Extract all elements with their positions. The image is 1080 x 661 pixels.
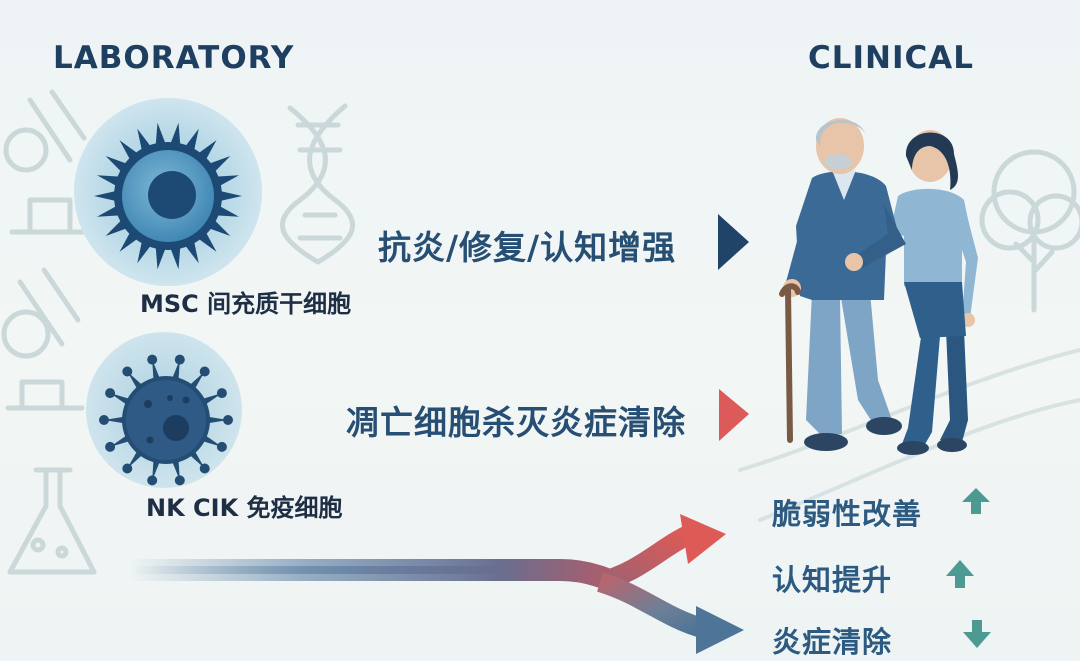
flow-down-arrowhead bbox=[696, 606, 744, 654]
microscope-icon-2 bbox=[1, 267, 85, 411]
flow-main-band bbox=[130, 559, 631, 598]
flow-down-branch bbox=[596, 572, 705, 638]
clinical-heading: CLINICAL bbox=[808, 40, 975, 76]
cell-spike-tip bbox=[199, 463, 210, 474]
flow-up-branch bbox=[597, 524, 695, 592]
effect-arrow-2 bbox=[719, 389, 749, 441]
effect-arrow-1 bbox=[718, 214, 749, 270]
cell-spike bbox=[152, 458, 161, 481]
cell-spike bbox=[169, 122, 181, 148]
outcome-frailty-improvement: 脆弱性改善 bbox=[772, 497, 923, 531]
cell-spike bbox=[152, 359, 161, 382]
cell-spike-tip bbox=[216, 441, 227, 452]
man-figure bbox=[779, 118, 906, 451]
msc-cell-label: MSC 间充质干细胞 bbox=[140, 290, 352, 318]
cell-spike-tip bbox=[122, 463, 133, 474]
cell-spike-tip bbox=[122, 366, 133, 377]
cell-spike bbox=[205, 416, 228, 424]
outcome-indicators bbox=[946, 488, 991, 648]
cell-spike-tip bbox=[99, 415, 109, 425]
cell-spike-tip bbox=[105, 388, 116, 399]
cell-spike bbox=[169, 244, 181, 270]
arrow-down-icon bbox=[963, 620, 991, 648]
cell-spike-tip bbox=[105, 441, 116, 452]
effect-text-anti-inflammatory: 抗炎/修复/认知增强 bbox=[378, 228, 677, 267]
cell-spike bbox=[104, 416, 127, 424]
laboratory-heading: LABORATORY bbox=[53, 40, 295, 76]
cell-spike-tip bbox=[174, 475, 185, 486]
cell-spike bbox=[217, 190, 242, 202]
cell-spike bbox=[94, 190, 119, 202]
elderly-couple-illustration bbox=[779, 118, 978, 455]
cell-spike-tip bbox=[147, 354, 158, 365]
effect-text-apoptotic-clearance: 凋亡细胞杀灭炎症清除 bbox=[346, 403, 686, 442]
microscope-icon bbox=[3, 89, 95, 235]
background-line-art bbox=[1, 89, 1080, 575]
woman-figure bbox=[890, 130, 978, 455]
outcome-inflammation-clearance: 炎症清除 bbox=[772, 625, 893, 659]
tree-icon bbox=[979, 149, 1080, 313]
cell-spike bbox=[155, 122, 167, 148]
outcome-cognition-boost: 认知提升 bbox=[772, 563, 893, 597]
cell-spike-tip bbox=[223, 415, 233, 425]
cell-spike-tip bbox=[174, 354, 185, 365]
flow-up-arrowhead bbox=[680, 514, 726, 564]
cell-spike bbox=[171, 359, 180, 382]
cell-spike-tip bbox=[216, 388, 227, 399]
cell-spike bbox=[171, 458, 180, 481]
cell-spike-tip bbox=[199, 366, 210, 377]
cell-spike bbox=[155, 244, 167, 270]
cell-spike-tip bbox=[147, 475, 158, 486]
flow-arrows bbox=[130, 514, 744, 654]
msc-cell-icon bbox=[74, 98, 262, 286]
arrow-up-icon bbox=[946, 560, 974, 588]
flask-icon bbox=[7, 467, 97, 575]
nk-cik-cell-label: NK CIK 免疫细胞 bbox=[146, 494, 343, 522]
dna-icon bbox=[280, 103, 355, 265]
arrow-up-icon bbox=[962, 488, 990, 514]
nk-cik-cell-icon bbox=[86, 332, 242, 488]
